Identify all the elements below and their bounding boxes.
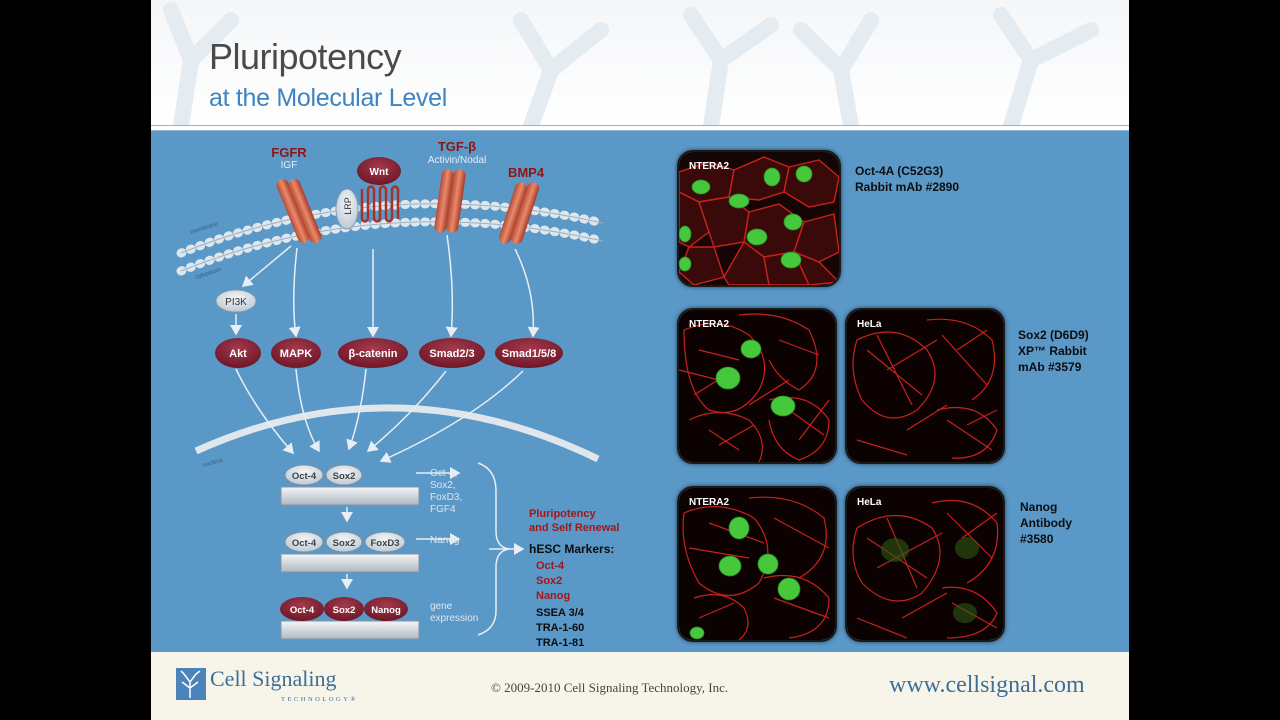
svg-text:Oct-4,: Oct-4, [430, 468, 457, 479]
oct4-antibody-caption: Oct-4A (C52G3) Rabbit mAb #2890 [855, 164, 960, 194]
frizzled-receptor [360, 185, 400, 223]
membrane-label: membrane [190, 221, 220, 236]
website-link[interactable]: www.cellsignal.com [889, 672, 1085, 698]
outcome-title-1: Pluripotency [529, 508, 597, 520]
pi3k-label: PI3K [225, 297, 247, 308]
fgfr-receptor [276, 179, 322, 243]
svg-text:Smad1/5/8: Smad1/5/8 [502, 348, 556, 360]
gene-row-3: Oct-4 Sox2 Nanog gene expression [280, 597, 478, 640]
svg-text:Sox2,: Sox2, [430, 480, 456, 491]
svg-text:Oct-4: Oct-4 [290, 605, 315, 616]
fgfr-label: FGFR [271, 145, 307, 160]
outcome-brace [477, 462, 510, 636]
slide-subtitle: at the Molecular Level [209, 84, 447, 112]
content-panel: membrane cytoplasm nucleus FGFR IGF LRP … [151, 131, 1129, 652]
company-subtitle: TECHNOLOGY® [281, 696, 358, 703]
svg-text:expression: expression [430, 613, 478, 624]
svg-text:Oct-4: Oct-4 [292, 538, 317, 549]
gene-row-1: Oct-4 Sox2 Oct-4, Sox2, FoxD3, FGF4 [280, 464, 462, 515]
micrograph-sox2-hela: HeLa [845, 308, 1005, 464]
hesc-markers-label: hESC Markers: [529, 542, 614, 556]
cytoplasm-label: cytoplasm [195, 267, 223, 281]
micrograph-oct4-label: NTERA2 [689, 161, 730, 172]
nanog-antibody-caption: Nanog Antibody #3580 [1020, 500, 1072, 546]
svg-text:Smad2/3: Smad2/3 [429, 348, 474, 360]
svg-text:β-catenin: β-catenin [349, 348, 398, 360]
nucleus-label: nucleus [202, 458, 224, 469]
signal-arrows [230, 234, 540, 590]
micrograph-nanog-ntera2: NTERA2 [677, 486, 837, 642]
effector-akt: Akt [215, 338, 261, 368]
svg-text:MAPK: MAPK [280, 348, 312, 360]
igf-label: IGF [281, 160, 298, 171]
activin-nodal-label: Activin/Nodal [428, 155, 486, 166]
svg-text:Nanog: Nanog [430, 535, 459, 546]
lrp-coreceptor [335, 188, 359, 230]
effector-mapk: MAPK [271, 338, 321, 368]
marker-nanog: Nanog [536, 590, 570, 602]
micrograph-sox2-ntera2: NTERA2 [677, 308, 837, 464]
marker-tra160: TRA-1-60 [536, 622, 584, 634]
micrograph-nanog-hela: HeLa [845, 486, 1005, 642]
company-logo-icon [176, 668, 206, 700]
micrograph-nanog-hela-label: HeLa [857, 497, 882, 508]
marker-tra181: TRA-1-81 [536, 637, 584, 649]
svg-text:Sox2: Sox2 [333, 605, 356, 616]
svg-text:FoxD3,: FoxD3, [430, 492, 462, 503]
nuclear-membrane [194, 404, 600, 463]
company-name: Cell Signaling [210, 666, 337, 691]
effector-smad158: Smad1/5/8 [495, 338, 563, 368]
header-divider [151, 125, 1129, 131]
svg-text:FGF4: FGF4 [430, 504, 456, 515]
effector-smad23: Smad2/3 [419, 338, 485, 368]
svg-text:Nanog: Nanog [371, 605, 401, 616]
lrp-label: LRP [343, 197, 353, 215]
slide: Pluripotency at the Molecular Level [151, 0, 1129, 720]
wnt-ligand [357, 157, 401, 185]
svg-text:Oct-4: Oct-4 [292, 471, 317, 482]
micrograph-sox2-ntera2-label: NTERA2 [689, 319, 730, 330]
svg-text:Sox2: Sox2 [333, 538, 356, 549]
pathway-diagram: membrane cytoplasm nucleus FGFR IGF LRP … [176, 139, 619, 649]
header-decoration [163, 2, 1099, 126]
sox2-antibody-caption: Sox2 (D6D9) XP™ Rabbit mAb #3579 [1018, 328, 1089, 374]
micrograph-oct4-ntera2: NTERA2 [677, 150, 841, 287]
marker-oct4: Oct-4 [536, 560, 565, 572]
tgfb-receptor [434, 169, 466, 233]
micrograph-nanog-ntera2-label: NTERA2 [689, 497, 730, 508]
marker-sox2: Sox2 [536, 575, 562, 587]
bmp4-label: BMP4 [508, 165, 545, 180]
slide-header: Pluripotency at the Molecular Level [151, 0, 1129, 126]
tgfb-label: TGF-β [438, 139, 476, 154]
svg-text:gene: gene [430, 601, 453, 612]
bmp4-receptor [498, 182, 540, 244]
copyright-text: © 2009-2010 Cell Signaling Technology, I… [491, 680, 729, 695]
gene-row-2: Oct-4 Sox2 FoxD3 Nanog [280, 531, 459, 573]
wnt-label: Wnt [370, 167, 390, 178]
pi3k-node [215, 289, 257, 313]
effector-beta-catenin: β-catenin [338, 338, 408, 368]
svg-text:Akt: Akt [229, 348, 247, 360]
marker-ssea: SSEA 3/4 [536, 607, 585, 619]
slide-title: Pluripotency [209, 36, 402, 77]
micrograph-sox2-hela-label: HeLa [857, 319, 882, 330]
outcome-title-2: and Self Renewal [529, 522, 619, 534]
svg-text:FoxD3: FoxD3 [370, 538, 399, 549]
slide-footer: Cell Signaling TECHNOLOGY® © 2009-2010 C… [151, 652, 1129, 720]
svg-text:Sox2: Sox2 [333, 471, 356, 482]
